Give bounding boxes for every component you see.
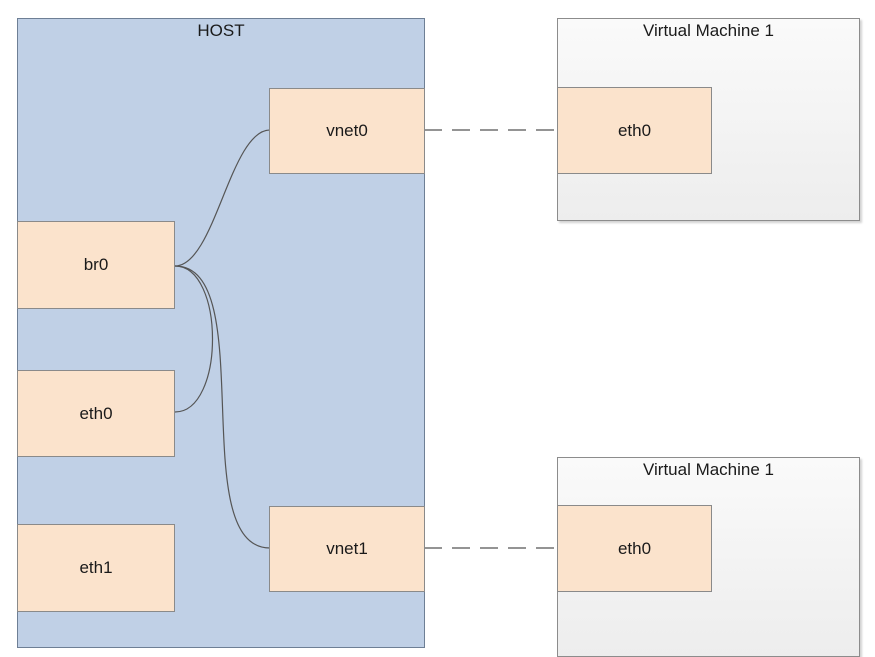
host-eth1-label: eth1	[79, 558, 113, 577]
vm-bottom-title: Virtual Machine 1	[642, 460, 775, 479]
vm-bottom-eth0-label: eth0	[617, 538, 652, 558]
br0-node: br0	[17, 221, 175, 309]
host-eth1-node: eth1	[17, 524, 175, 612]
host-eth0-node: eth0	[17, 370, 175, 457]
vm-top-eth0-node: eth0	[557, 87, 712, 174]
br0-label: br0	[83, 255, 109, 274]
vnet1-node: vnet1	[269, 506, 425, 592]
vnet1-label: vnet1	[326, 539, 368, 558]
vm-bottom-eth0-node: eth0	[557, 505, 712, 592]
host-eth0-label: eth0	[79, 403, 113, 423]
vm-top-title: Virtual Machine 1	[642, 21, 775, 40]
host-title: HOST	[197, 21, 245, 40]
vnet0-label: vnet0	[326, 121, 368, 140]
vnet0-node: vnet0	[269, 88, 425, 174]
vm-top-eth0-label: eth0	[617, 120, 652, 140]
